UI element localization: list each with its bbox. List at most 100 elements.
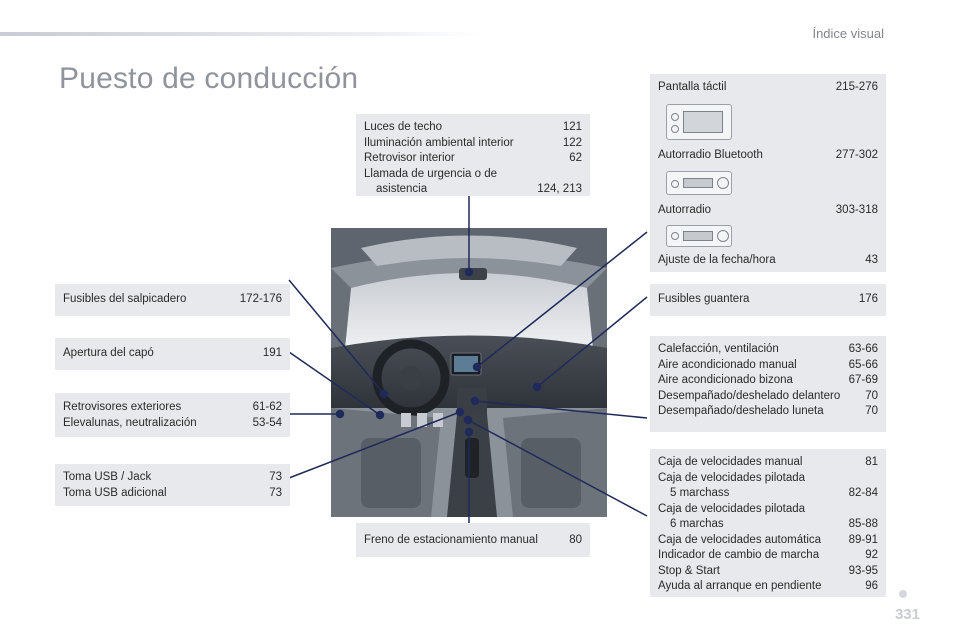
ref-row: Autorradio Bluetooth 277-302 — [658, 148, 878, 164]
header-bar — [0, 32, 480, 36]
section-label: Índice visual — [812, 26, 884, 41]
ref-page: 215-276 — [835, 81, 878, 93]
ref-label: Llamada de urgencia o de — [364, 167, 497, 180]
ref-row: Elevalunas, neutralización 53-54 — [63, 416, 282, 432]
ref-row: Stop & Start 93-95 — [658, 564, 878, 580]
ref-row: Retrovisores exteriores 61-62 — [63, 400, 282, 416]
ref-page: 191 — [262, 347, 282, 359]
ref-label: Ajuste de la fecha/hora — [658, 253, 776, 266]
ref-label-cont: asistencia — [376, 183, 428, 195]
ref-label: Caja de velocidades manual — [658, 456, 803, 468]
box-caja-velocidades: Caja de velocidades manual 81 Caja de vel… — [650, 449, 886, 597]
ref-page: 277-302 — [835, 148, 878, 161]
ref-page: 92 — [865, 549, 878, 561]
ref-row: Ajuste de la fecha/hora 43 — [658, 253, 878, 269]
box-calefaccion: Calefacción, ventilación 63-66 Aire acond… — [650, 336, 886, 432]
ref-label-cont: 6 marchas — [670, 518, 724, 530]
ref-page: 85-88 — [848, 518, 878, 530]
ref-page: 53-54 — [252, 416, 282, 429]
box-apertura-capo: Apertura del capó 191 — [55, 338, 290, 370]
ref-row: Calefacción, ventilación 63-66 — [658, 342, 878, 358]
ref-row: Freno de estacionamiento manual 80 — [364, 533, 582, 549]
page-marker-dot — [899, 590, 907, 598]
ref-page: 43 — [865, 253, 878, 266]
box-fusibles-salpicadero: Fusibles del salpicadero 172-176 — [55, 284, 290, 316]
box-pantalla: Pantalla táctil 215-276 Autorradio Blueto… — [650, 74, 886, 272]
ref-label: Luces de techo — [364, 121, 443, 133]
bluetooth-radio-icon — [666, 171, 732, 195]
ref-label: Retrovisores exteriores — [63, 401, 182, 413]
ref-row: Iluminación ambiental interior 122 — [364, 136, 582, 152]
page-title: Puesto de conducción — [59, 62, 359, 95]
ref-page: 73 — [269, 486, 282, 499]
ref-page: 67-69 — [848, 374, 878, 386]
ref-row: Toma USB / Jack 73 — [63, 470, 282, 486]
dashboard-illustration — [331, 228, 607, 517]
ref-label: Desempañado/deshelado luneta — [658, 405, 824, 417]
ref-label: Elevalunas, neutralización — [63, 416, 197, 429]
ref-label: Toma USB adicional — [63, 486, 167, 499]
ref-page: 82-84 — [848, 487, 878, 499]
ref-label: Iluminación ambiental interior — [364, 136, 514, 149]
ref-page: 65-66 — [848, 358, 878, 371]
ref-label: Toma USB / Jack — [63, 471, 152, 483]
ref-page: 176 — [858, 293, 878, 305]
ref-label: Calefacción, ventilación — [658, 343, 779, 355]
ref-row: Ayuda al arranque en pendiente 96 — [658, 579, 878, 595]
ref-label: Indicador de cambio de marcha — [658, 549, 820, 561]
ref-row: Toma USB adicional 73 — [63, 486, 282, 502]
ref-page: 63-66 — [848, 343, 878, 355]
ref-row: Fusibles del salpicadero 172-176 — [63, 292, 282, 308]
ref-row: Caja de velocidades automática 89-91 — [658, 533, 878, 549]
box-freno: Freno de estacionamiento manual 80 — [356, 523, 590, 557]
page-number: 331 — [894, 606, 920, 623]
ref-label: Fusibles guantera — [658, 293, 750, 305]
ref-page: 80 — [569, 534, 582, 546]
ref-page: 121 — [562, 121, 582, 133]
ref-page: 124, 213 — [537, 183, 582, 195]
ref-row: Retrovisor interior 62 — [364, 151, 582, 167]
ref-page: 172-176 — [239, 293, 282, 305]
touchscreen-icon — [666, 103, 732, 140]
ref-row: Apertura del capó 191 — [63, 346, 282, 362]
ref-row: Aire acondicionado manual 65-66 — [658, 358, 878, 374]
ref-label-cont: 5 marchass — [670, 487, 730, 499]
ref-row: Fusibles guantera 176 — [658, 292, 878, 308]
ref-page: 89-91 — [848, 533, 878, 546]
ref-page: 61-62 — [252, 401, 282, 413]
box-luces-techo: Luces de techo 121 Iluminación ambiental … — [356, 114, 590, 196]
ref-label: Autorradio Bluetooth — [658, 148, 763, 161]
ref-label: Stop & Start — [658, 564, 721, 577]
ref-label: Caja de velocidades pilotada — [658, 502, 806, 515]
ref-row-multi: Caja de velocidades pilotada 6 marchas 85… — [658, 502, 878, 533]
ref-label: Fusibles del salpicadero — [63, 293, 187, 305]
ref-row-multi: Llamada de urgencia o de asistencia 124, … — [364, 167, 582, 198]
ref-label: Autorradio — [658, 204, 712, 216]
ref-label: Pantalla táctil — [658, 81, 727, 93]
ref-row-multi: Caja de velocidades pilotada 5 marchass 8… — [658, 471, 878, 502]
ref-label: Aire acondicionado manual — [658, 358, 797, 371]
ref-page: 81 — [865, 456, 878, 468]
box-toma-usb: Toma USB / Jack 73 Toma USB adicional 73 — [55, 464, 290, 506]
ref-page: 73 — [269, 471, 282, 483]
box-fusibles-guantera: Fusibles guantera 176 — [650, 284, 886, 316]
ref-row: Aire acondicionado bizona 67-69 — [658, 373, 878, 389]
ref-row: Luces de techo 121 — [364, 120, 582, 136]
ref-label: Ayuda al arranque en pendiente — [658, 580, 822, 592]
ref-row: Indicador de cambio de marcha 92 — [658, 548, 878, 564]
ref-label: Caja de velocidades pilotada — [658, 471, 806, 484]
ref-label: Desempañado/deshelado delantero — [658, 389, 841, 402]
ref-row: Desempañado/deshelado delantero 70 — [658, 389, 878, 405]
ref-label: Freno de estacionamiento manual — [364, 534, 538, 546]
ref-label: Caja de velocidades automática — [658, 533, 822, 546]
ref-page: 70 — [865, 389, 878, 402]
ref-page: 93-95 — [848, 564, 878, 577]
ref-page: 122 — [562, 136, 582, 149]
ref-row: Pantalla táctil 215-276 — [658, 80, 878, 96]
ref-label: Aire acondicionado bizona — [658, 374, 793, 386]
ref-page: 96 — [865, 580, 878, 592]
ref-page: 62 — [569, 152, 582, 164]
ref-label: Apertura del capó — [63, 347, 154, 359]
ref-label: Retrovisor interior — [364, 152, 455, 164]
